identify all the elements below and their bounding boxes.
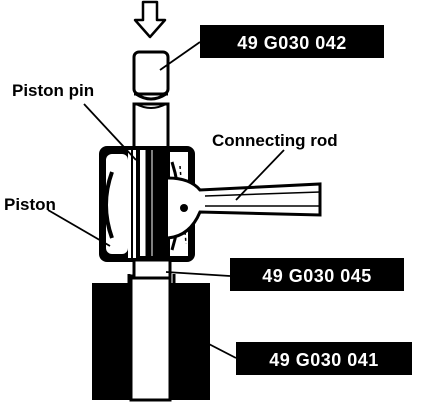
top-tool xyxy=(132,50,170,152)
tool-label-top: 49 G030 042 xyxy=(237,33,347,53)
label-piston: Piston xyxy=(4,195,56,214)
leader-lines xyxy=(47,41,285,359)
tool-label-box-top xyxy=(200,25,384,58)
tool-label-middle: 49 G030 045 xyxy=(262,266,372,286)
piston-pin xyxy=(137,146,167,260)
connecting-rod xyxy=(167,176,322,240)
support-block xyxy=(92,274,210,402)
tool-label-bottom: 49 G030 041 xyxy=(269,350,379,370)
tool-label-box-bottom xyxy=(236,342,412,375)
guide-tool xyxy=(127,258,176,288)
tool-label-box-middle xyxy=(230,258,404,291)
down-arrow-icon xyxy=(133,0,167,39)
label-piston-pin: Piston pin xyxy=(12,81,94,100)
label-connecting-rod: Connecting rod xyxy=(212,131,338,150)
